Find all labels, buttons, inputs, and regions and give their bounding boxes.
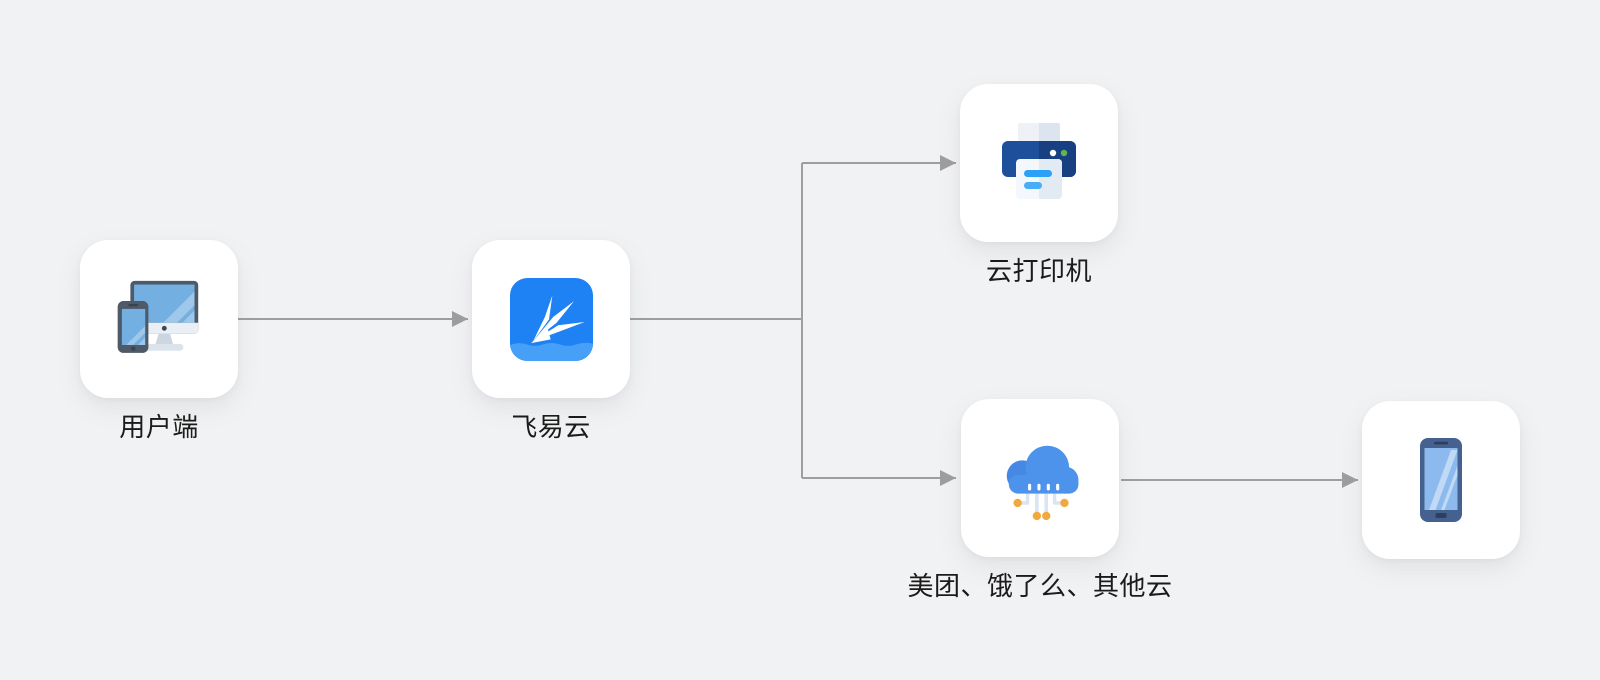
node-label-delivery-clouds: 美团、饿了么、其他云	[907, 571, 1173, 601]
node-card-user-client[interactable]	[80, 240, 238, 398]
node-feiyiyun: 飞易云	[371, 240, 731, 443]
devices-icon	[117, 280, 199, 353]
printer-icon	[1002, 123, 1076, 199]
node-card-cloud-printer[interactable]	[960, 84, 1118, 242]
cloud-network-icon	[1006, 445, 1079, 521]
node-label-user-client: 用户端	[119, 412, 199, 442]
node-card-delivery-clouds[interactable]	[961, 399, 1119, 557]
node-user-client: 用户端	[0, 240, 339, 443]
node-card-receiver-phone[interactable]	[1362, 401, 1520, 559]
node-label-cloud-printer: 云打印机	[985, 256, 1092, 286]
node-delivery-clouds: 美团、饿了么、其他云	[860, 399, 1220, 602]
smartphone-icon	[1420, 438, 1462, 522]
node-label-feiyiyun: 飞易云	[511, 412, 591, 442]
node-cloud-printer: 云打印机	[859, 84, 1219, 287]
feiyiyun-app-icon	[509, 277, 593, 361]
node-card-feiyiyun[interactable]	[472, 240, 630, 398]
node-receiver-phone	[1261, 401, 1600, 573]
